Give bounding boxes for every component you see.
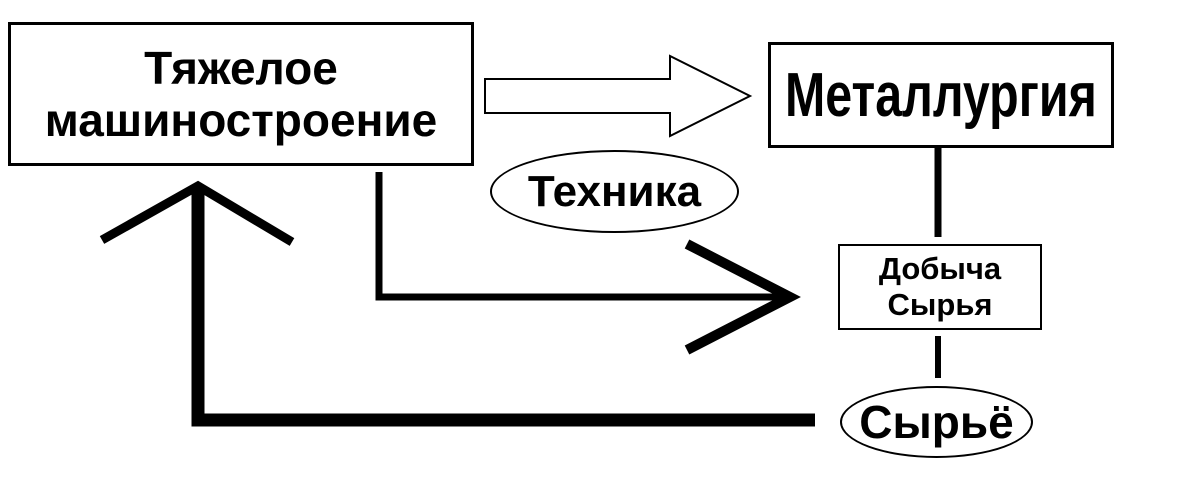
arrow-raw-to-heavy-shaft xyxy=(191,186,815,427)
arrow-to-mining-head xyxy=(684,239,801,355)
node-heavy-machinery-line1: Тяжелое xyxy=(144,42,338,94)
node-raw-extraction: Добыча Сырья xyxy=(838,244,1042,330)
label-technology: Техника xyxy=(490,150,739,233)
node-raw-materials-label: Сырьё xyxy=(859,396,1014,448)
node-heavy-machinery: Тяжелое машиностроение xyxy=(8,22,474,166)
node-metallurgy: Металлургия xyxy=(768,42,1114,148)
node-raw-materials: Сырьё xyxy=(840,386,1033,458)
node-heavy-machinery-line2: машиностроение xyxy=(44,94,438,146)
arrow-raw-to-heavy-head xyxy=(99,180,295,246)
arrow-to-mining-shaft xyxy=(375,172,785,301)
node-raw-extraction-line2: Сырья xyxy=(887,287,993,322)
node-metallurgy-label: Металлургия xyxy=(785,60,1097,130)
node-raw-extraction-line1: Добыча xyxy=(878,251,1002,286)
hollow-arrow-to-metallurgy xyxy=(484,54,753,138)
label-technology-text: Техника xyxy=(527,166,702,216)
